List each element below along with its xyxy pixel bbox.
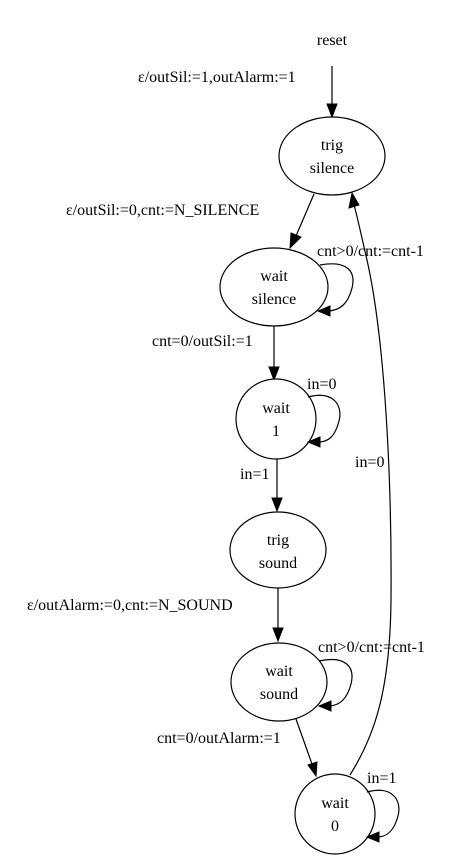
edge-label: in=0 [307, 376, 336, 393]
edge-label: in=1 [240, 466, 269, 483]
state-label-line1: wait [321, 795, 349, 812]
self-loop-wait-1: in=0 [306, 376, 341, 448]
state-label-line1: wait [260, 268, 288, 285]
state-ellipse [229, 511, 327, 589]
edge-label: ε/outSil:=0,cnt:=N_SILENCE [66, 202, 259, 219]
arrow-head [289, 232, 302, 250]
arrow-head [271, 497, 283, 513]
state-trig-sound: trig sound [229, 511, 327, 589]
state-label-line1: wait [262, 400, 290, 417]
arrow-head [316, 305, 331, 317]
edge-label: in=0 [355, 454, 384, 471]
self-loop-wait-silence: cnt>0/cnt:=cnt-1 [316, 243, 424, 317]
edge-wait-silence-to-wait-1: cnt=0/outSil:=1 [152, 326, 280, 382]
edge-line [319, 263, 354, 312]
state-label-line2: 1 [272, 423, 280, 440]
edge-line [366, 789, 400, 838]
state-label-line1: trig [267, 532, 289, 549]
edge-label: cnt>0/cnt:=cnt-1 [317, 243, 424, 260]
state-wait-silence: wait silence [219, 247, 329, 327]
state-label-line2: sound [259, 555, 297, 572]
state-ellipse [278, 116, 386, 196]
edge-label: cnt=0/outAlarm:=1 [157, 730, 281, 747]
state-label-line2: sound [260, 686, 298, 703]
state-label-line2: 0 [331, 818, 339, 835]
arrow-head [326, 103, 338, 119]
state-label-line2: silence [252, 291, 296, 308]
state-trig-silence: trig silence [278, 116, 386, 196]
state-ellipse [219, 247, 329, 327]
start-label-reset: reset [317, 32, 348, 49]
edge-wait-sound-to-wait-0: cnt=0/outAlarm:=1 [157, 718, 318, 778]
edge-wait-0-to-trig-silence: in=0 [348, 191, 392, 776]
state-wait-1: wait 1 [235, 378, 317, 460]
edge-line [295, 718, 313, 765]
state-ellipse [294, 773, 376, 855]
edge-line [318, 659, 353, 707]
state-wait-sound: wait sound [230, 642, 328, 722]
arrow-head [272, 627, 284, 643]
edge-label: in=1 [367, 770, 396, 787]
edge-label: ε/outSil:=1,outAlarm:=1 [138, 69, 296, 86]
arrow-head [306, 436, 321, 448]
state-label-line1: trig [321, 137, 343, 154]
arrow-head [348, 191, 360, 209]
edge-label: cnt>0/cnt:=cnt-1 [318, 639, 425, 656]
edge-line [349, 204, 392, 776]
edge-reset-to-trig-silence: ε/outSil:=1,outAlarm:=1 [138, 66, 338, 119]
state-ellipse [230, 642, 328, 722]
edge-trig-silence-to-wait-silence: ε/outSil:=0,cnt:=N_SILENCE [66, 193, 315, 250]
edge-line [307, 394, 341, 443]
self-loop-wait-sound: cnt>0/cnt:=cnt-1 [317, 639, 425, 712]
state-ellipse [235, 378, 317, 460]
edge-trig-sound-to-wait-sound: ε/outAlarm:=0,cnt:=N_SOUND [27, 588, 284, 643]
arrow-head [365, 831, 380, 843]
arrow-head [317, 700, 332, 712]
state-label-line1: wait [265, 663, 293, 680]
arrow-head [307, 761, 318, 778]
self-loop-wait-0: in=1 [365, 770, 400, 843]
edge-label: ε/outAlarm:=0,cnt:=N_SOUND [27, 597, 233, 614]
arrow-head [268, 366, 280, 382]
edge-line [295, 193, 315, 237]
state-label-line2: silence [310, 160, 354, 177]
edge-label: cnt=0/outSil:=1 [152, 333, 253, 350]
state-wait-0: wait 0 [294, 773, 376, 855]
edge-wait-1-to-trig-sound: in=1 [240, 459, 283, 513]
